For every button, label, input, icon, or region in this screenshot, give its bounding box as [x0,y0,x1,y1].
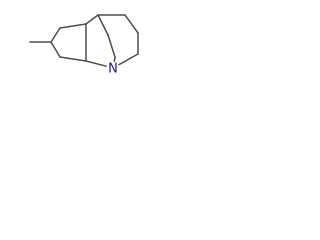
nitrogen-atom-label: N [108,62,118,77]
bond-c9-n1 [118,53,139,66]
bond-c6-c10 [97,14,109,36]
bond-layer [29,14,139,67]
bond-c3-c6 [85,14,99,25]
atom-label-layer: N [108,62,118,77]
bond-c1-c2 [50,27,61,43]
bond-c2-c3 [59,23,87,29]
bond-c10-c11 [107,34,116,58]
bond-c4-c5 [59,56,87,62]
bond-c7-c8 [124,14,139,34]
bond-n1-c5 [85,60,107,67]
molecule-structure: N [29,14,139,77]
bond-c11-n1 [113,56,116,62]
bond-c1-c4 [50,41,61,58]
